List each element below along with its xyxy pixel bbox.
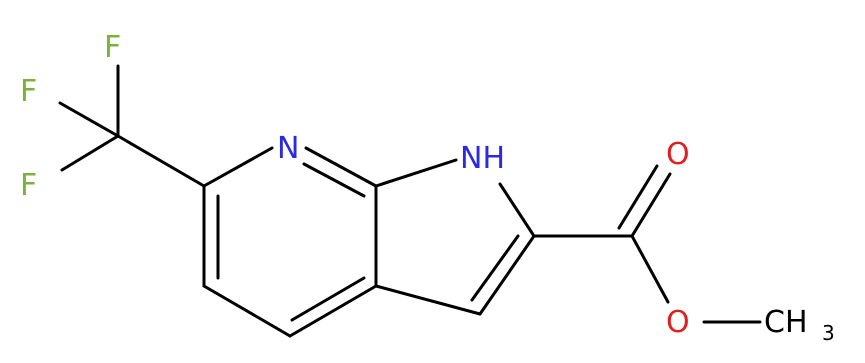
atom-labels: F F F N NH O O CH 3 — [20, 30, 835, 345]
atom-fluorine-top: F — [104, 30, 121, 65]
bond-c6-cf3 — [116, 134, 206, 188]
atom-carbonyl-oxygen: O — [666, 137, 690, 172]
bonds — [58, 64, 762, 338]
bond-c7a-n1 — [374, 158, 458, 188]
bond-cf-bottom — [60, 134, 120, 172]
bond-n1-c2 — [498, 182, 536, 238]
bond-c3-c3a — [374, 284, 482, 316]
bond-c-o-double-b — [617, 164, 659, 230]
atom-pyrrole-nh: NH — [460, 141, 505, 176]
bond-c4-c3a — [288, 284, 378, 338]
bond-cf-left — [58, 101, 120, 138]
atom-methyl: CH — [764, 305, 808, 340]
bond-n7-c7a — [304, 146, 378, 188]
bond-c4-c3a-inner — [290, 276, 366, 322]
bond-c5-c4 — [202, 284, 292, 338]
bond-c-o-double-a — [630, 172, 672, 238]
bond-n7-c7a-inner — [302, 162, 366, 198]
atom-ester-oxygen: O — [666, 305, 690, 340]
bond-c2-c3 — [478, 234, 536, 316]
atom-fluorine-bottom: F — [20, 168, 37, 203]
atom-pyridine-nitrogen: N — [277, 131, 299, 166]
bond-c2-c3-inner — [470, 234, 520, 302]
atom-methyl-subscript: 3 — [822, 321, 835, 345]
atom-fluorine-left: F — [20, 74, 37, 109]
bond-c6-n7 — [202, 146, 274, 188]
bond-c-o-single — [630, 234, 670, 304]
